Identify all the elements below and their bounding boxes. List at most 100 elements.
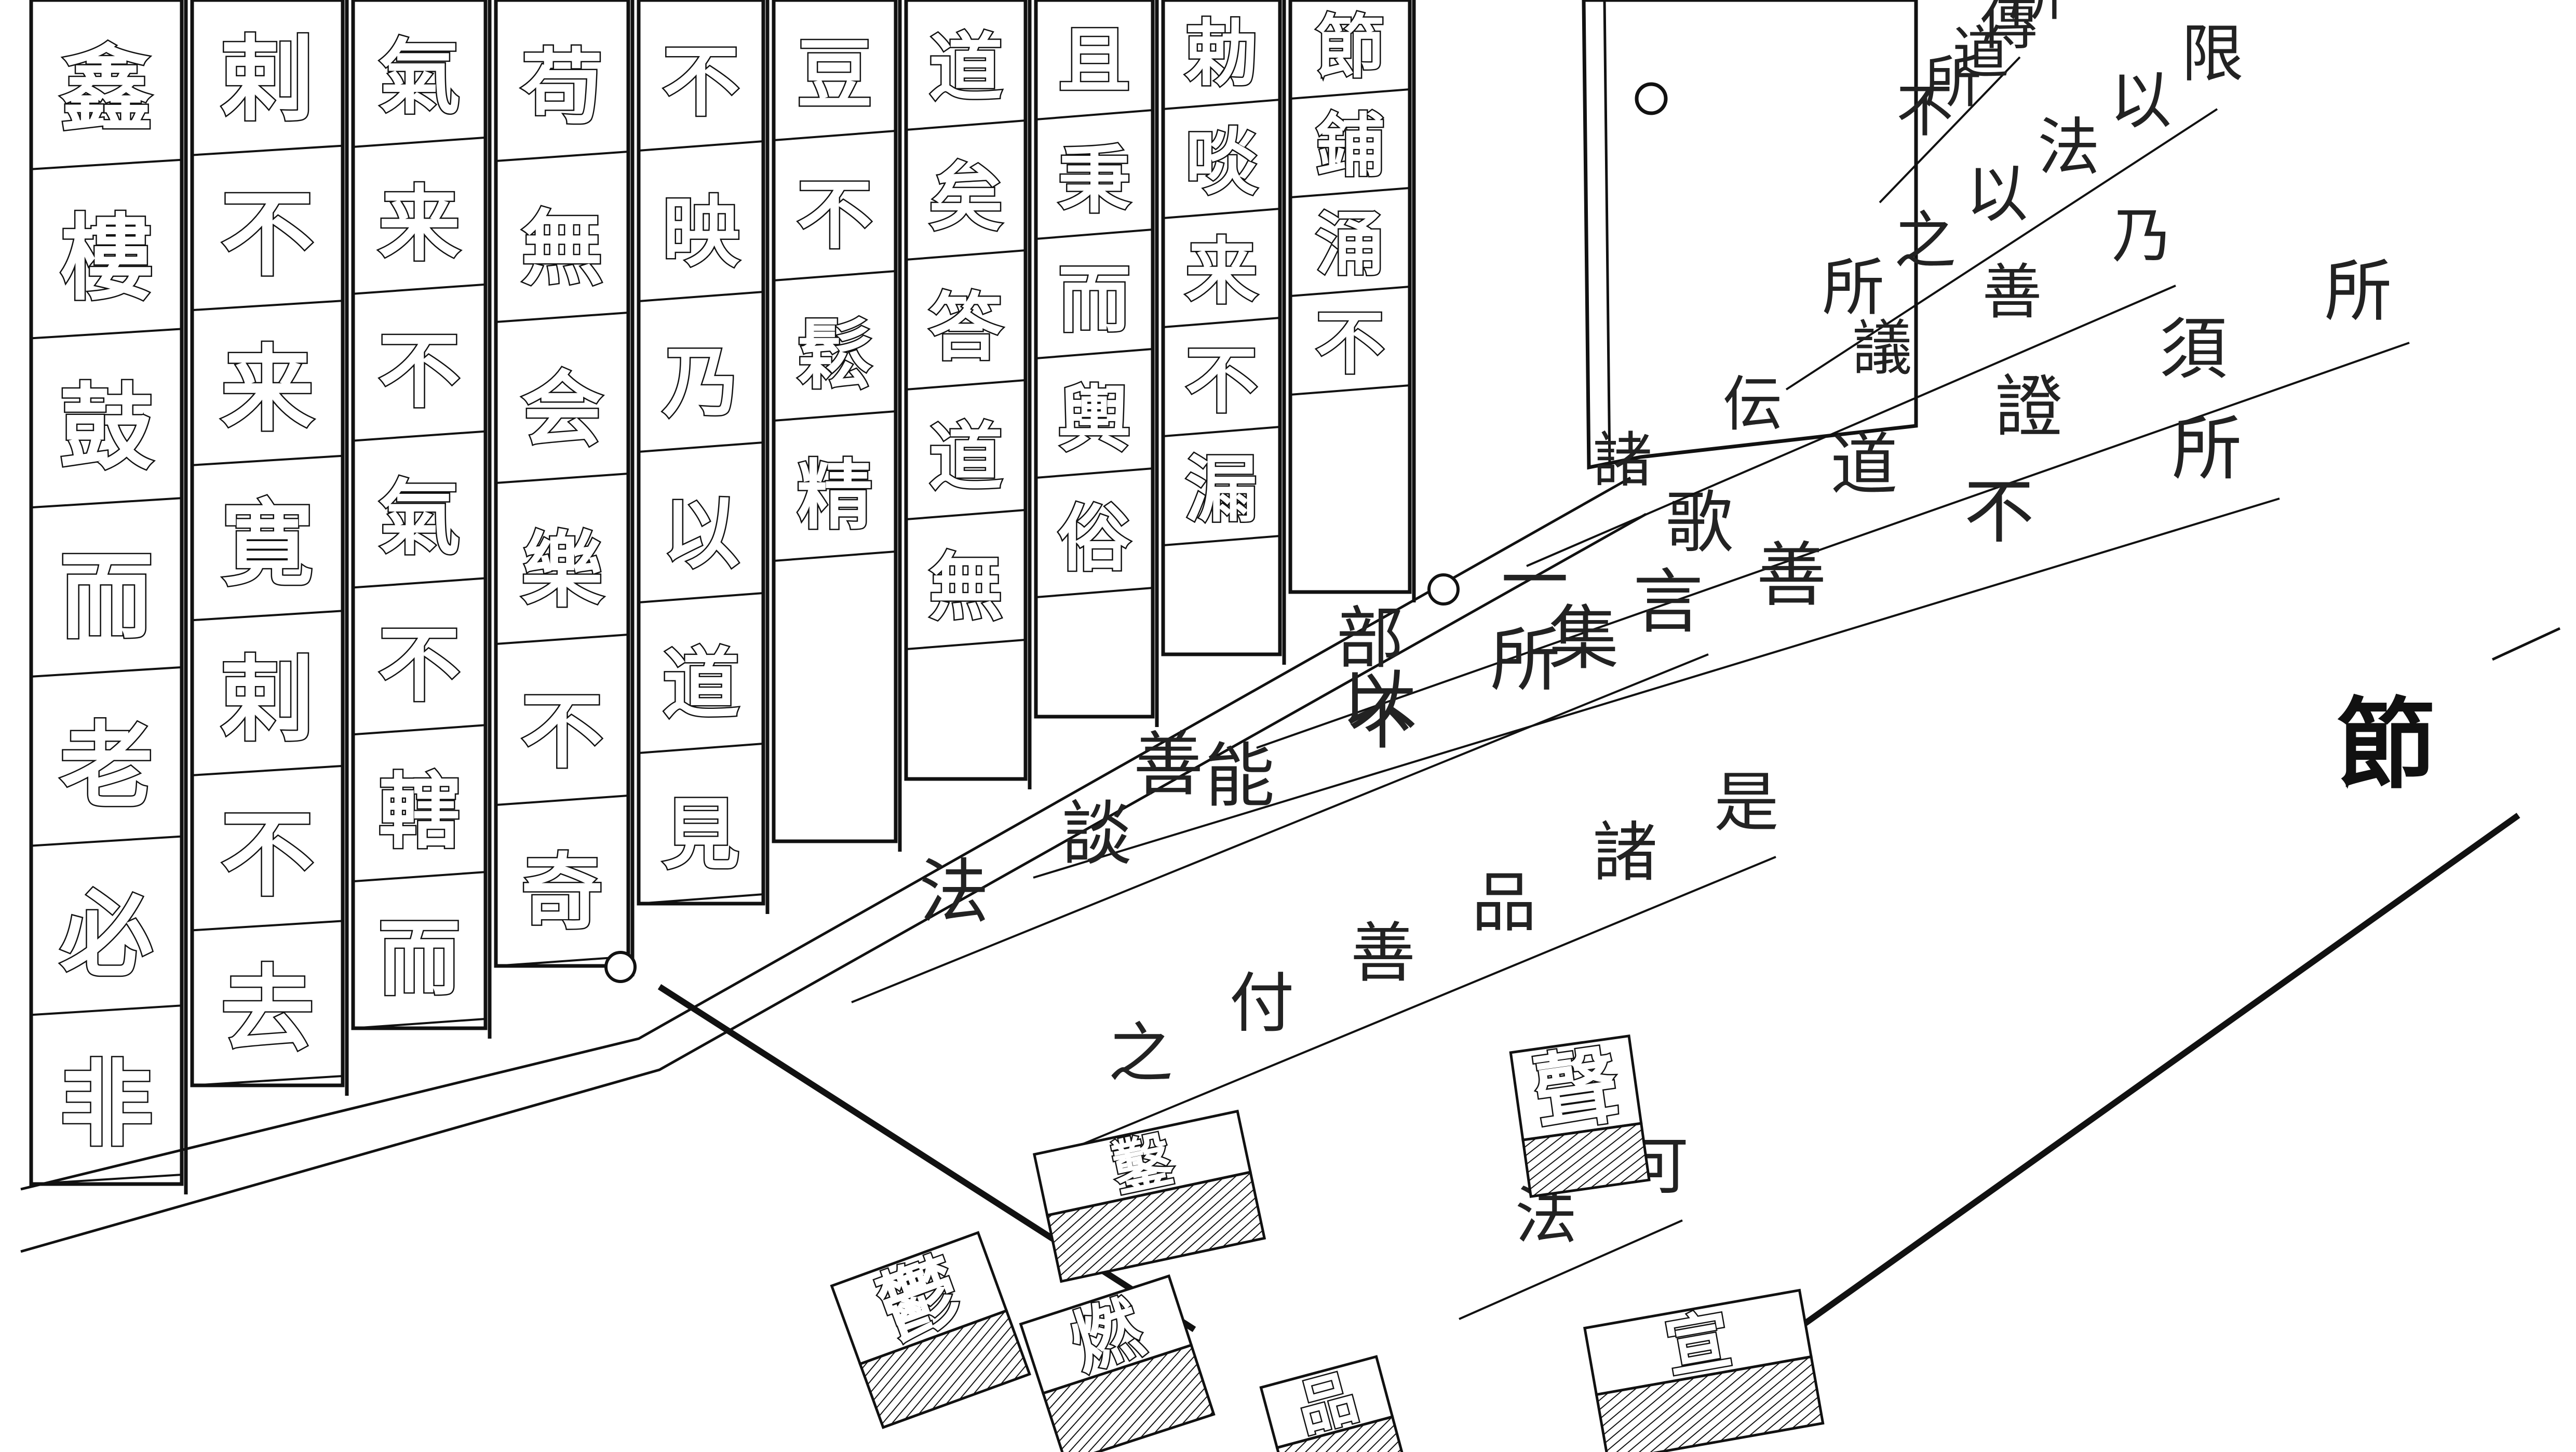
type-glyph: 苟 xyxy=(521,39,603,136)
slot-divider xyxy=(906,509,1026,520)
slot-divider xyxy=(1035,109,1153,120)
slot-divider xyxy=(495,956,629,967)
strip-character: 品 xyxy=(1472,866,1536,941)
slot-divider xyxy=(1290,384,1410,396)
strip-character: 以 xyxy=(1966,158,2028,231)
type-glyph: 不 xyxy=(221,180,314,289)
slot-divider xyxy=(31,497,182,509)
strip-edge xyxy=(1256,342,2410,749)
type-glyph: 不 xyxy=(221,800,314,909)
strip-character: 乃 xyxy=(2112,201,2172,271)
strip-character: 法 xyxy=(919,851,989,933)
type-glyph: 非 xyxy=(60,1050,153,1159)
slot-divider xyxy=(31,328,182,340)
slot-divider xyxy=(495,634,629,645)
strip-edge xyxy=(1459,1219,1683,1320)
strip-character: 所 xyxy=(2172,408,2242,490)
strip-character: 以 xyxy=(2110,65,2172,137)
strip-character: 善 xyxy=(1351,916,1415,991)
type-block: 宣 xyxy=(1583,1288,1825,1452)
strip-character: 道 xyxy=(1952,20,2009,86)
type-glyph: 来 xyxy=(221,334,314,444)
strip-character: 善 xyxy=(1757,534,1827,616)
strip-character: 善 xyxy=(1982,258,2042,327)
strip-character: 言 xyxy=(1633,561,1703,643)
type-glyph: 啖 xyxy=(1185,119,1258,205)
type-glyph: 勅 xyxy=(1185,10,1258,96)
slot-divider xyxy=(31,666,182,678)
type-glyph: 漏 xyxy=(1185,447,1258,532)
strip-character: 限 xyxy=(2181,18,2244,90)
type-glyph: 節 xyxy=(1316,7,1385,88)
slot-divider xyxy=(192,610,343,622)
strip-character: 不 xyxy=(1964,472,2034,553)
type-glyph: 会 xyxy=(521,361,603,458)
slot-divider xyxy=(495,312,629,323)
slot-divider xyxy=(495,795,629,806)
strip-character: 集 xyxy=(1549,598,1619,679)
strip-character: 所 xyxy=(1490,620,1560,701)
type-case-panel xyxy=(772,0,898,843)
type-glyph: 道 xyxy=(663,639,740,730)
type-case-panel xyxy=(29,0,184,1186)
slot-divider xyxy=(773,270,896,281)
type-glyph: 轄 xyxy=(378,764,460,860)
strip-character: 部 xyxy=(1337,599,1404,678)
type-block-side xyxy=(1041,1343,1216,1452)
slot-divider xyxy=(906,119,1026,131)
slot-divider xyxy=(638,140,764,152)
type-case-panel xyxy=(1288,0,1412,594)
type-glyph: 氣 xyxy=(378,30,460,126)
slot-divider xyxy=(638,441,764,453)
type-case-panel xyxy=(351,0,488,1030)
type-glyph: 老 xyxy=(60,711,153,821)
strip-character: 以 xyxy=(1341,661,1411,743)
strip-character: 議 xyxy=(1852,314,1912,383)
type-case-panel xyxy=(494,0,630,968)
type-glyph: 不 xyxy=(1316,303,1385,384)
type-block-side xyxy=(858,1309,1031,1429)
type-glyph: 樓 xyxy=(60,204,153,313)
type-glyph: 去 xyxy=(221,954,314,1064)
type-glyph: 無 xyxy=(929,543,1003,630)
slot-divider xyxy=(1163,317,1280,328)
cabinet-door xyxy=(1582,0,1918,470)
slot-divider xyxy=(353,283,486,295)
type-glyph: 不 xyxy=(378,617,460,713)
slot-divider xyxy=(638,743,764,754)
slot-divider xyxy=(192,920,343,932)
strip-character: 諸 xyxy=(1593,426,1652,495)
strip-character: 歌 xyxy=(1666,483,1733,562)
strip-character: 是 xyxy=(1714,765,1779,840)
slot-divider xyxy=(1035,587,1153,598)
strip-character: 證 xyxy=(1995,368,2062,447)
type-glyph: 鼓 xyxy=(60,373,154,482)
type-glyph: 無 xyxy=(521,200,603,297)
strip-edge xyxy=(851,653,1709,1003)
type-glyph: 而 xyxy=(1058,257,1131,342)
slot-divider xyxy=(192,764,343,776)
slot-divider xyxy=(353,871,486,883)
slot-divider xyxy=(1290,286,1410,297)
slot-divider xyxy=(638,893,764,905)
strip-character: 談 xyxy=(1062,794,1132,875)
cabinet-base xyxy=(20,476,1647,1253)
type-glyph: 来 xyxy=(378,177,460,273)
type-glyph: 以 xyxy=(663,488,740,579)
strip-edge xyxy=(1526,285,2176,567)
type-glyph: 鑫 xyxy=(60,35,153,144)
type-block-side xyxy=(1045,1171,1266,1283)
type-glyph: 必 xyxy=(60,880,153,990)
type-case-panel xyxy=(1161,0,1282,656)
text-strip: 所傳道所不 xyxy=(1879,0,2066,204)
type-glyph: 秉 xyxy=(1058,138,1131,223)
type-glyph: 映 xyxy=(663,187,740,278)
